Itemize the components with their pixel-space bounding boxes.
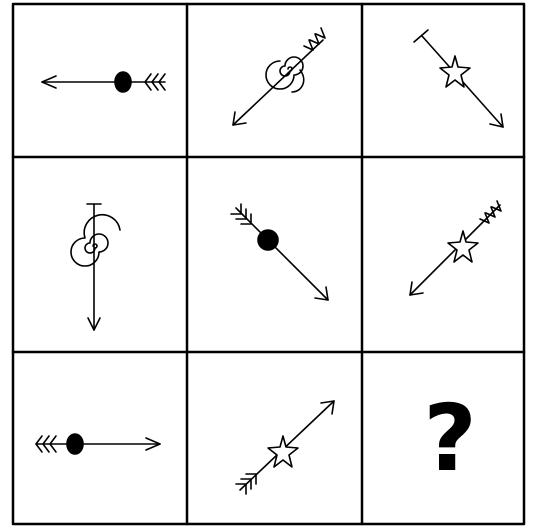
- star-marker: [268, 436, 298, 467]
- cell-3-1: [36, 434, 160, 454]
- spiral-marker: [266, 57, 303, 89]
- cell-1-1: [42, 72, 165, 92]
- dot-marker: [115, 72, 131, 92]
- arrow-shaft: [233, 40, 323, 125]
- cell-2-2: [231, 204, 328, 300]
- star-marker: [448, 231, 478, 262]
- cell-3-2: [236, 401, 334, 494]
- spiral-marker: [71, 215, 120, 266]
- arrow-shaft: [236, 208, 328, 300]
- cell-2-1: [71, 204, 120, 330]
- cell-1-2: [233, 28, 325, 125]
- arrow-fletching: [480, 201, 501, 223]
- question-mark: ?: [423, 385, 476, 492]
- cell-1-3: [414, 30, 503, 127]
- cell-2-3: [410, 201, 501, 295]
- dot-marker: [258, 230, 278, 250]
- arrow-fletching: [304, 28, 325, 50]
- cell-3-3: ?: [423, 385, 476, 492]
- arrow-shaft: [240, 401, 334, 490]
- dot-marker: [67, 434, 83, 454]
